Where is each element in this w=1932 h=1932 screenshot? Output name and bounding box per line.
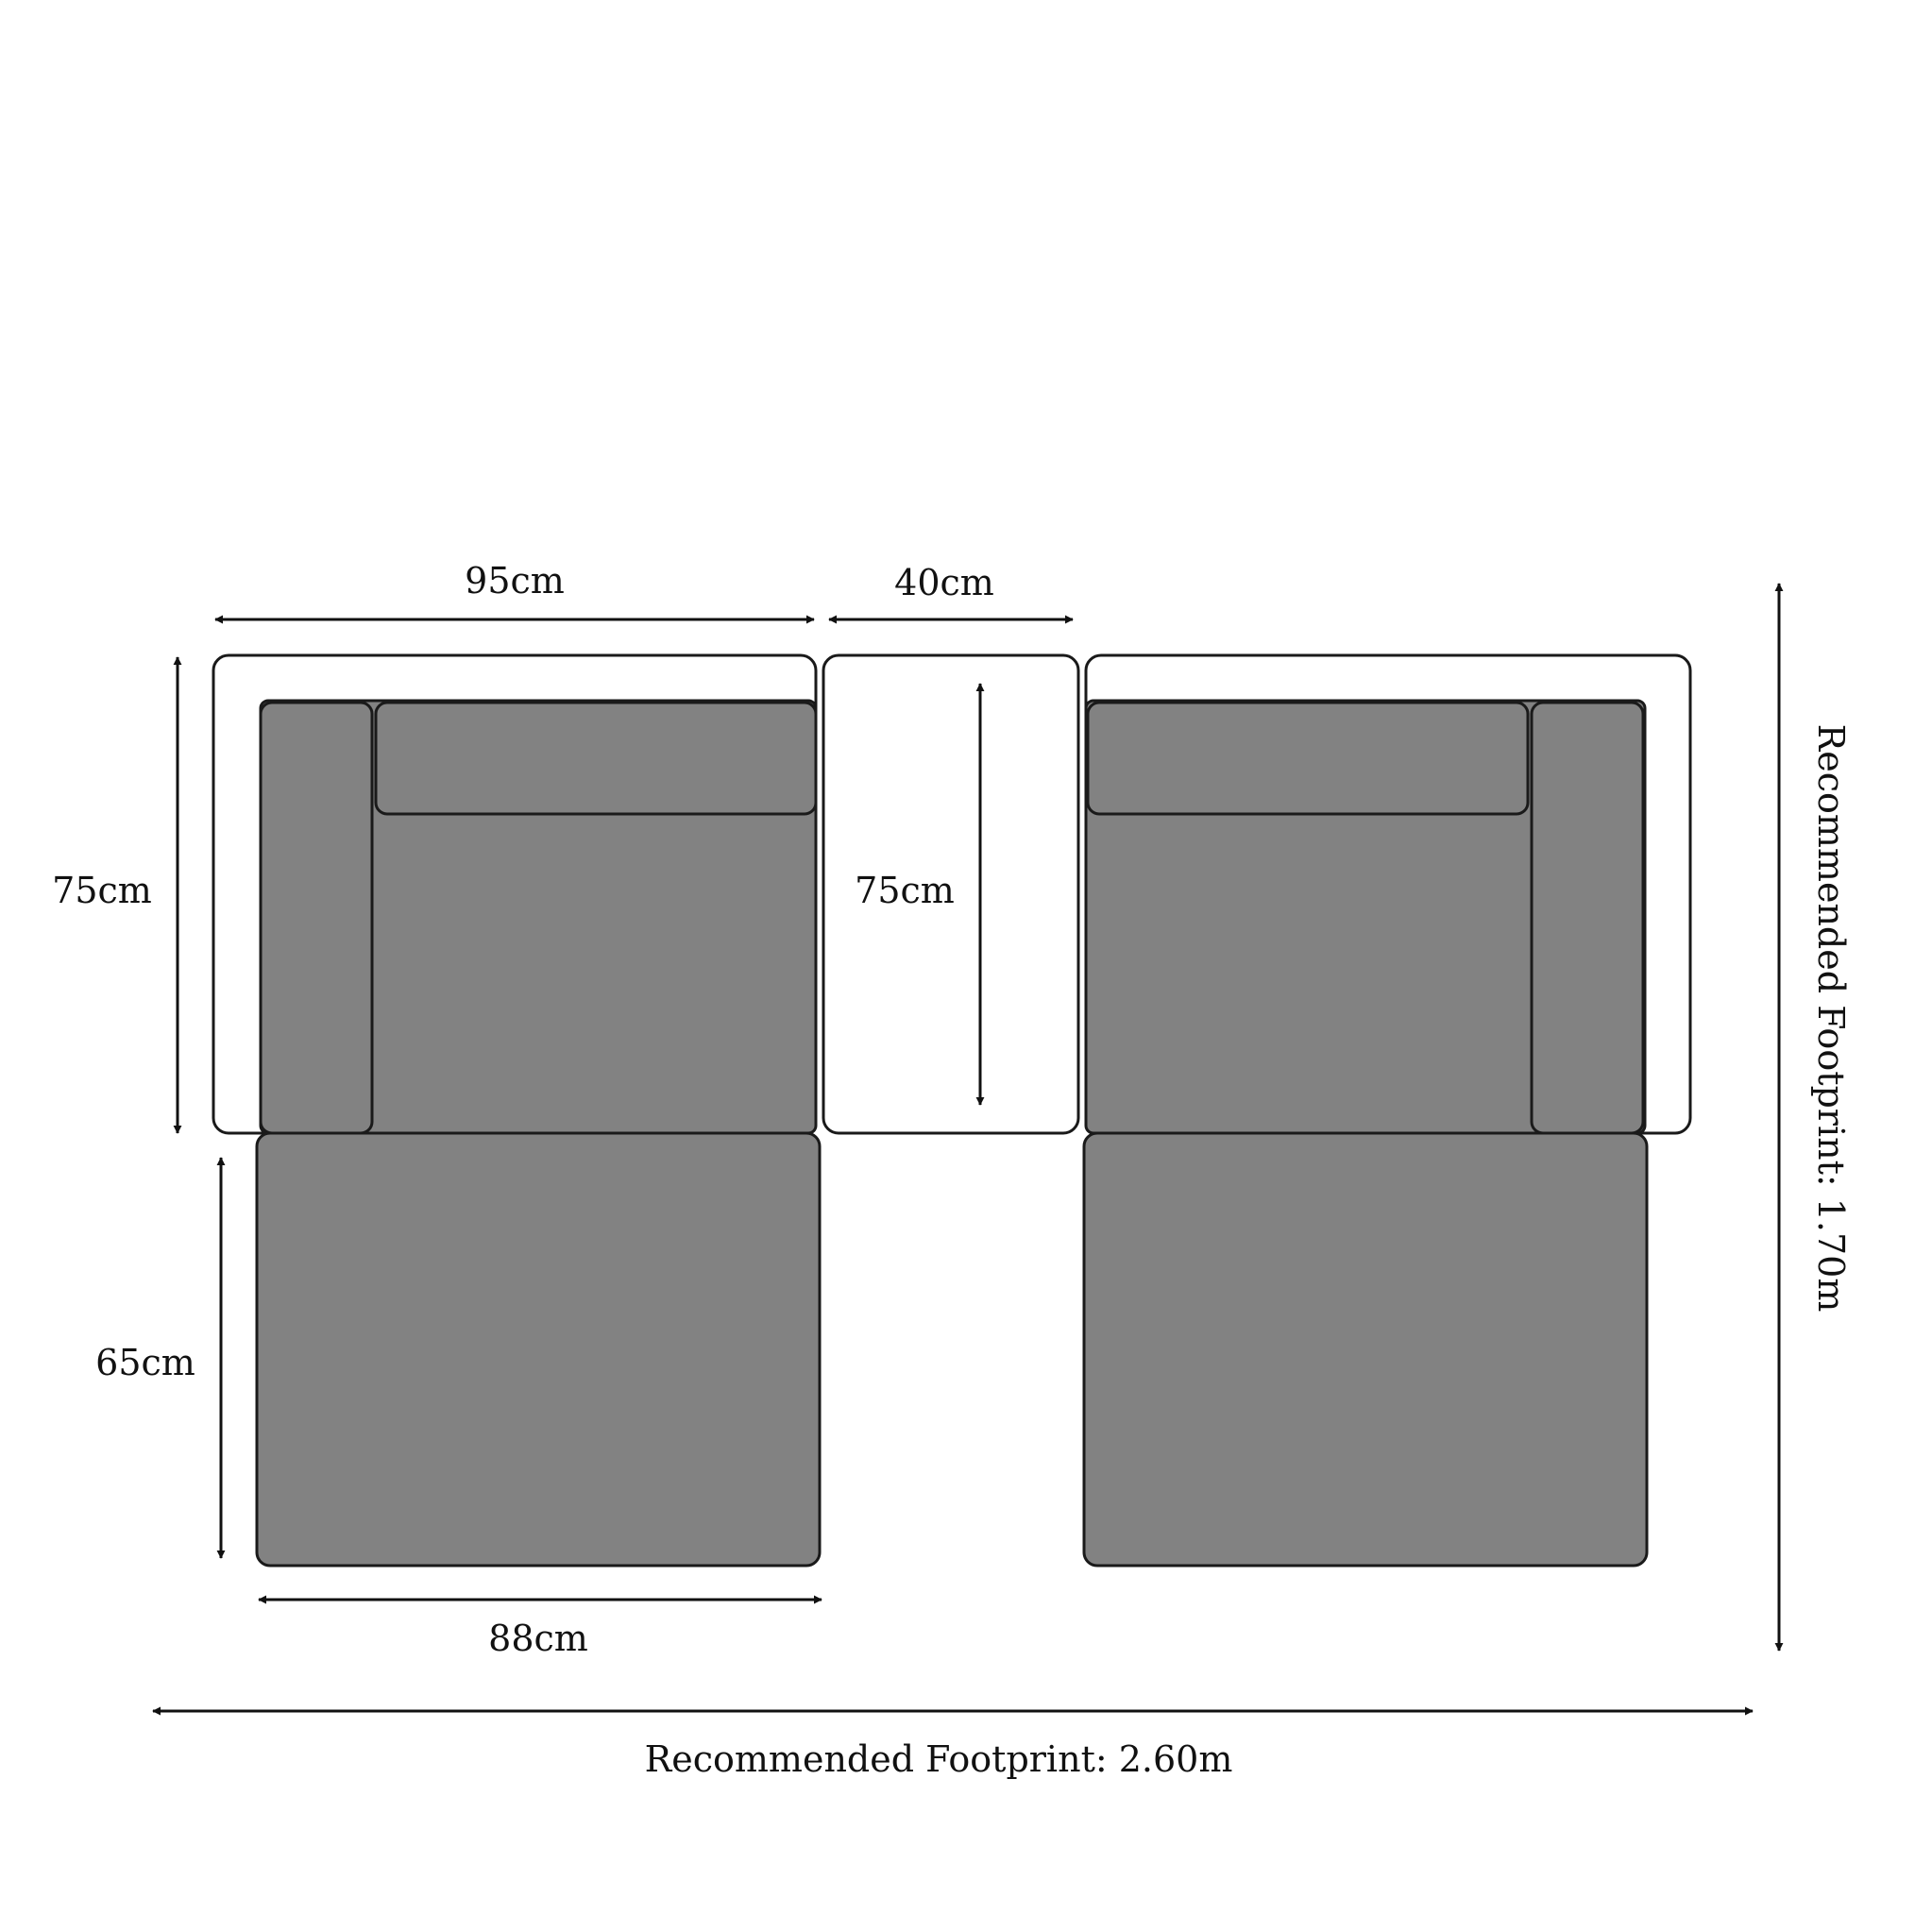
left-sofa-back-cushion xyxy=(374,701,818,816)
corner-table xyxy=(822,653,1080,1135)
corner-table-width-label: 40cm xyxy=(894,562,994,603)
left-unit-depth-label: 75cm xyxy=(52,870,152,911)
right-sofa-armrest-cushion xyxy=(1530,701,1645,1135)
right-sofa-back-cushion xyxy=(1086,701,1530,816)
left-unit-width-label: 95cm xyxy=(465,560,565,602)
left-sofa-armrest-cushion xyxy=(259,701,374,1135)
footprint-depth-label: Recommended Footprint: 1.70m xyxy=(1810,724,1852,1313)
chaise-depth-label: 65cm xyxy=(95,1342,195,1383)
footprint-width-label: Recommended Footprint: 2.60m xyxy=(645,1738,1233,1780)
corner-table-depth-label: 75cm xyxy=(855,870,955,911)
right-chaise-cushion xyxy=(1082,1131,1649,1568)
left-chaise-cushion xyxy=(255,1131,822,1568)
right-sofa-module xyxy=(1084,653,1692,1135)
chaise-width-label: 88cm xyxy=(488,1618,588,1659)
left-sofa-module xyxy=(212,653,818,1135)
